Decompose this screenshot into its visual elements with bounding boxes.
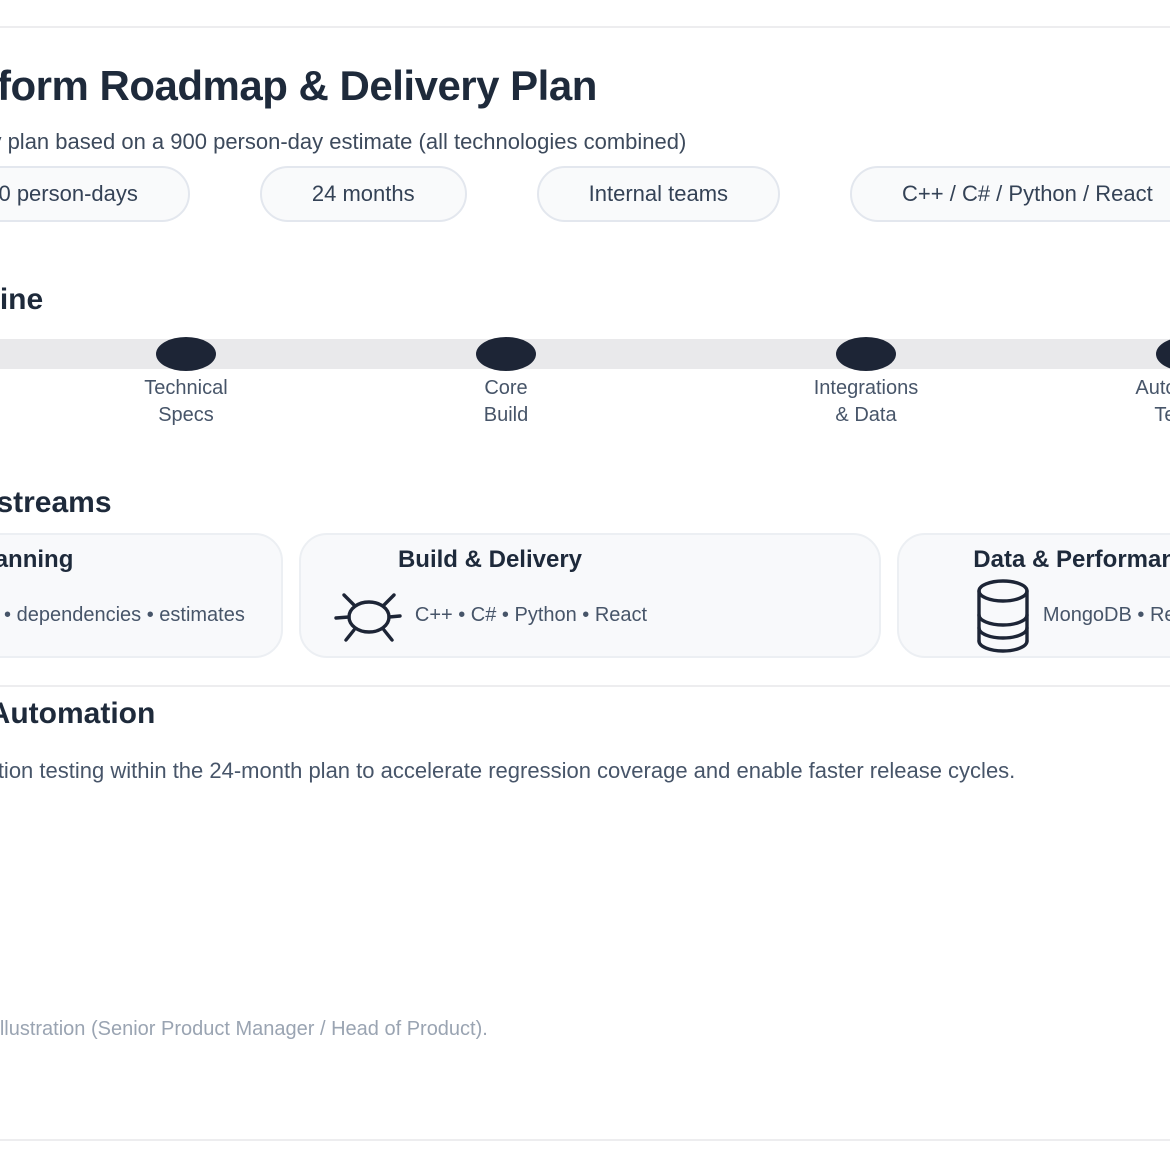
card-body: MongoDB • Redis [975, 575, 1170, 656]
card-data-performance: Data & Performance MongoDB • Redis [897, 533, 1170, 658]
milestone-integrations-data: Integrations & Data [746, 337, 986, 429]
card-body-text: scope • dependencies • estimates [0, 604, 245, 626]
card-body: scope • dependencies • estimates [0, 575, 245, 656]
milestone-technical-specs: Technical Specs [66, 337, 306, 429]
footer-note: Sample illustration (Senior Product Mana… [0, 1018, 488, 1040]
top-divider [0, 0, 1170, 28]
pill-person-days: 900 person-days [0, 166, 190, 222]
database-icon [977, 578, 1029, 653]
card-title: Specs & Planning [0, 546, 74, 573]
card-body-text: C++ • C# • Python • React [414, 604, 648, 626]
milestone-automation-testing: Automation Testing [1066, 337, 1170, 429]
pill-duration: 24 months [259, 166, 467, 222]
milestone-dot [476, 337, 536, 371]
card-specs-planning: Specs & Planning scope • dependencies • … [0, 533, 283, 658]
automation-paragraph: Automation testing within the 24-month p… [0, 758, 1016, 783]
bottom-divider [0, 1139, 1170, 1141]
page-title: Platform Roadmap & Delivery Plan [0, 62, 597, 109]
section-heading-workstreams: Workstreams [0, 486, 112, 519]
milestone-label: Integrations & Data [813, 377, 919, 426]
card-title: Build & Delivery [397, 546, 583, 573]
milestone-dot [1156, 337, 1170, 371]
milestone-dot [836, 337, 896, 371]
milestone-label: Technical Specs [144, 377, 228, 426]
card-build-delivery: Build & Delivery C++ • C# • Python • Rea… [299, 533, 881, 658]
pill-row: 900 person-days 24 months Internal teams… [0, 166, 1170, 222]
pill-teams: Internal teams [536, 166, 781, 222]
pill-technologies: C++ / C# / Python / React [850, 166, 1170, 222]
section-divider [0, 685, 1170, 687]
card-body: C++ • C# • Python • React [333, 575, 647, 656]
milestone-dot [156, 337, 216, 371]
milestone-core-build: Core Build [386, 337, 626, 429]
page-subtitle: Delivery plan based on a 900 person-day … [0, 129, 687, 154]
workstream-cards: Specs & Planning scope • dependencies • … [0, 533, 1170, 658]
card-body-text: MongoDB • Redis [1042, 604, 1170, 626]
milestone-label: Automation Testing [1135, 377, 1170, 426]
milestone-label: Core Build [483, 377, 529, 426]
card-title: Data & Performance [973, 546, 1170, 573]
bug-icon [334, 592, 402, 642]
section-heading-timeline: Timeline [0, 283, 44, 316]
